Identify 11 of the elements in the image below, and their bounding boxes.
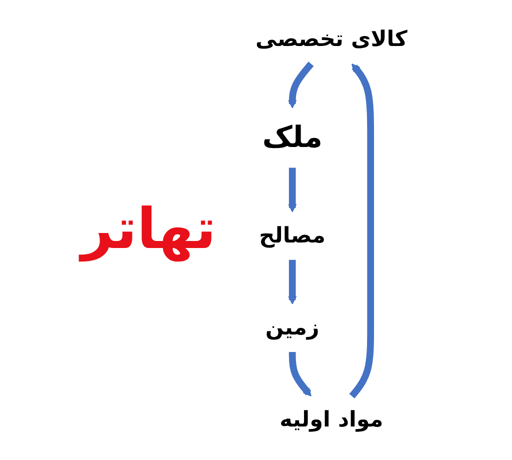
node-text: مواد اولیه [280, 408, 384, 432]
center-heading: تهاتر [81, 196, 216, 264]
arrow [288, 260, 297, 304]
arrow [288, 62, 314, 108]
arrow [288, 168, 297, 212]
arrow [288, 352, 312, 397]
arrow [349, 63, 374, 398]
node-text: ملک [262, 120, 322, 156]
node-text: زمین [265, 316, 320, 340]
node-text: مصالح [259, 224, 326, 248]
node-text: کالای تخصصی [255, 28, 408, 52]
